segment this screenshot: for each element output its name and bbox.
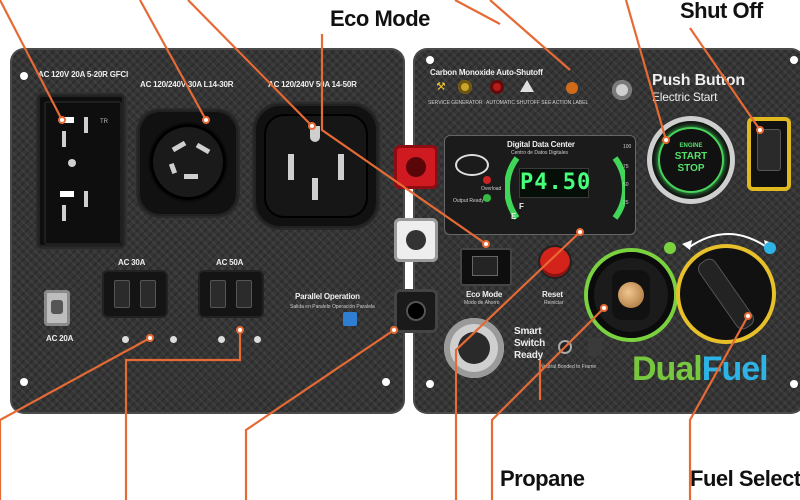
propane-connection-port[interactable] <box>588 252 674 338</box>
co-auto-shutoff-title: Carbon Monoxide Auto-Shutoff <box>430 68 543 77</box>
reset-sub: Reiniciar <box>544 300 564 306</box>
service-indicator-light <box>458 80 472 94</box>
gauge-75: 75 <box>623 164 629 170</box>
smart-switch-label-2: Switch <box>514 338 546 349</box>
l14-30r-twistlock-outlet[interactable] <box>138 110 238 216</box>
parallel-icon <box>343 312 357 326</box>
smart-switch-label-1: Smart <box>514 326 542 337</box>
gfci-duplex-outlet[interactable]: TR <box>38 95 124 247</box>
smart-switch-connector[interactable] <box>444 318 504 378</box>
output-ready-light <box>483 194 491 202</box>
lcd-readout: P4.50 <box>519 168 590 198</box>
gauge-f: F <box>519 202 524 211</box>
digital-data-center: Digital Data Center Centro de Datos Digi… <box>444 135 636 235</box>
mounting-hole <box>790 380 798 388</box>
ac-20a-reset-breaker[interactable] <box>44 290 70 326</box>
14-50r-outlet[interactable] <box>254 104 378 228</box>
ground-stud <box>588 338 602 356</box>
output-ready-label: Output Ready <box>453 198 484 204</box>
dual-fuel-logo: DualFuel <box>632 350 769 389</box>
screw <box>122 336 129 343</box>
eco-mode-label: Eco Mode <box>466 290 503 299</box>
eco-mode-sub: Modo de Ahorro <box>464 300 500 306</box>
breaker-50a-label: AC 50A <box>216 258 244 267</box>
breaker-30a[interactable] <box>104 272 166 316</box>
propane-brass-fitting <box>618 282 644 308</box>
mounting-hole <box>20 72 28 80</box>
mounting-hole <box>20 378 28 386</box>
auto-shutoff-text: AUTOMATIC SHUTOFF SEE ACTION LABEL <box>486 100 589 106</box>
ac-20a-label: AC 20A <box>46 334 74 343</box>
screw <box>254 336 261 343</box>
tamper-resistant-mark: TR <box>100 119 108 125</box>
gauge-100: 100 <box>623 144 632 150</box>
wrench-icon: ⚒ <box>436 81 446 93</box>
shutoff-rocker-switch[interactable] <box>747 117 791 191</box>
amber-indicator-light <box>566 82 578 94</box>
fuel-gauge-arc <box>505 156 625 220</box>
co-shutoff-indicator-light <box>490 80 504 94</box>
parallel-operation-subtitle: Salida en Paralelo Operación Paralela <box>290 304 375 310</box>
l1450-outlet-label: AC 120/240V 50A 14-50R <box>268 80 357 89</box>
mounting-hole <box>426 56 434 64</box>
callout-shut-off: Shut Off <box>680 0 763 23</box>
breaker-50a[interactable] <box>200 272 262 316</box>
gfci-outlet-label: AC 120V 20A 5-20R GFCI <box>38 70 129 79</box>
callout-propane: Propane <box>500 466 585 491</box>
overload-label: Overload <box>481 186 502 192</box>
neutral-bonded-text: Neutral Bonded to Frame <box>540 364 597 370</box>
parallel-port-black[interactable] <box>394 289 438 333</box>
smart-switch-label-3: Ready <box>514 350 544 361</box>
propane-indicator-icon <box>664 242 676 254</box>
parallel-operation-title: Parallel Operation <box>295 292 360 301</box>
gauge-e: E <box>511 212 517 221</box>
warning-triangle-icon <box>520 80 534 92</box>
reset-label: Reset <box>542 290 563 299</box>
dual-word: Dual <box>632 350 703 388</box>
reset-button[interactable] <box>540 247 570 277</box>
callout-fuel-selection: Fuel Selection <box>690 466 800 491</box>
mounting-hole <box>790 56 798 64</box>
breaker-30a-label: AC 30A <box>118 258 146 267</box>
parallel-port-red[interactable] <box>394 145 438 189</box>
overload-light <box>483 176 491 184</box>
gauge-25: 25 <box>623 200 629 206</box>
oil-icon <box>455 154 489 176</box>
callout-eco-mode: Eco Mode <box>330 6 430 31</box>
fuel-selection-knob[interactable] <box>680 248 772 340</box>
engine-text: ENGINE <box>679 143 703 149</box>
fuel-word: Fuel <box>701 350 769 388</box>
start-text: START <box>674 151 708 162</box>
service-generator-text: SERVICE GENERATOR <box>428 100 483 106</box>
ddc-subtitle: Centro de Datos Digitales <box>511 150 568 156</box>
mounting-hole <box>382 378 390 386</box>
ddc-title: Digital Data Center <box>507 140 575 149</box>
mounting-hole <box>426 380 434 388</box>
eco-mode-switch[interactable] <box>460 248 512 286</box>
electric-start-subtitle: Electric Start <box>652 90 718 104</box>
screw <box>170 336 177 343</box>
hour-meter-knob[interactable] <box>612 80 632 100</box>
screw <box>218 336 225 343</box>
gauge-50: 50 <box>623 182 629 188</box>
stop-text: STOP <box>677 163 705 174</box>
parallel-port-white[interactable] <box>394 218 438 262</box>
gasoline-indicator-icon <box>764 242 776 254</box>
